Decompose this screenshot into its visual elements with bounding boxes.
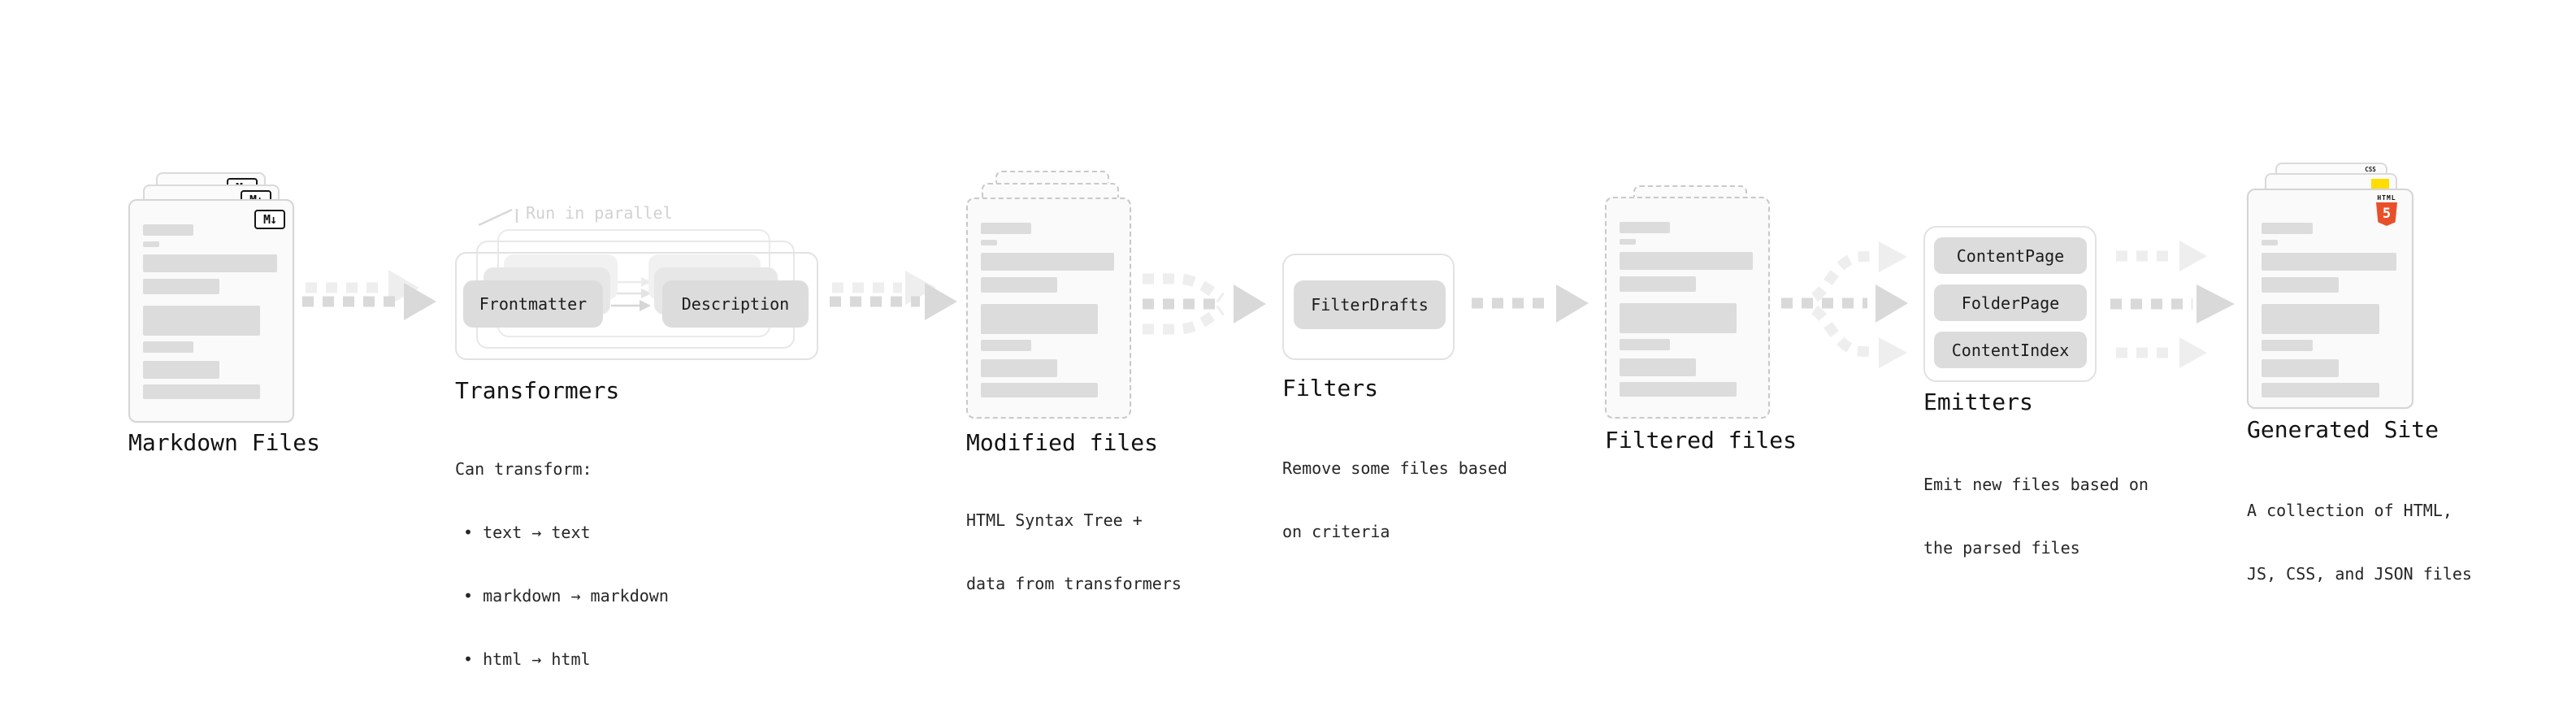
filters-description: Remove some files based on criteria [1282, 415, 1507, 584]
markdown-files-label: Markdown Files [128, 429, 321, 456]
skeleton-bar [2262, 223, 2313, 234]
skeleton-bar [981, 253, 1114, 271]
skeleton-bar [143, 341, 194, 353]
site-file-card: HTML 5 [2247, 189, 2413, 409]
skeleton-bar [2262, 253, 2396, 271]
generated-site-desc-line: A collection of HTML, [2247, 501, 2452, 520]
skeleton-bar [2262, 359, 2339, 377]
description-pill: Description [662, 280, 809, 328]
transformers-desc-heading: Can transform: [455, 459, 592, 479]
filterdrafts-pill: FilterDrafts [1294, 280, 1446, 329]
skeleton-bar [1620, 358, 1696, 376]
skeleton-bar [981, 340, 1031, 351]
markdown-file-card: M↓ [128, 199, 294, 423]
css-badge-label: CSS [2365, 166, 2376, 173]
emitters-desc-line: Emit new files based on [1923, 475, 2149, 494]
skeleton-bar [143, 306, 261, 336]
arrow-transformers-to-modified [830, 271, 957, 320]
filters-desc-line: Remove some files based [1282, 458, 1507, 478]
transformers-title: Transformers [455, 377, 620, 404]
run-in-parallel-leader-line [478, 208, 518, 227]
file-skeleton-lines [2249, 190, 2412, 407]
skeleton-bar [1620, 276, 1696, 292]
run-in-parallel-note: Run in parallel [526, 203, 673, 223]
arrow-filters-to-filtered [1472, 284, 1589, 323]
emitters-description: Emit new files based on the parsed files [1923, 432, 2149, 601]
skeleton-bar [1620, 252, 1753, 270]
transformers-description: Can transform: • text → text • markdown … [455, 416, 669, 712]
arrow-filtered-to-emitters-diverge [1781, 241, 1908, 368]
js-file-icon [2371, 179, 2389, 189]
modified-files-description: HTML Syntax Tree + data from transformer… [966, 467, 1182, 636]
arrow-modified-to-filters-converge [1143, 273, 1266, 335]
skeleton-bar [981, 277, 1057, 293]
skeleton-bar [1620, 222, 1670, 233]
html5-label: HTML [2377, 194, 2396, 202]
filters-desc-line: on criteria [1282, 522, 1390, 541]
skeleton-bar [981, 240, 998, 245]
generated-site-description: A collection of HTML, JS, CSS, and JSON … [2247, 458, 2472, 627]
modified-files-desc-line: HTML Syntax Tree + [966, 510, 1143, 530]
filters-title: Filters [1282, 375, 1379, 402]
skeleton-bar [2262, 383, 2380, 397]
modified-files-desc-line: data from transformers [966, 574, 1182, 593]
transformers-bullet: • text → text [463, 523, 591, 542]
contentpage-pill: ContentPage [1934, 237, 2087, 274]
skeleton-bar [143, 279, 220, 294]
pipeline-diagram: M↓ M↓ M↓ Markdown Files Run in parallel [128, 163, 2472, 669]
skeleton-bar [981, 359, 1057, 377]
transformers-bullet: • markdown → markdown [463, 586, 669, 606]
modified-file-card [966, 198, 1131, 419]
arrow-emitters-to-site [2110, 241, 2235, 368]
skeleton-bar [1620, 239, 1637, 245]
contentindex-pill: ContentIndex [1934, 332, 2087, 368]
file-skeleton-lines [968, 199, 1130, 417]
skeleton-bar [143, 241, 160, 247]
arrow-markdown-to-transformers [302, 270, 436, 320]
folderpage-pill: FolderPage [1934, 284, 2087, 321]
skeleton-bar [2262, 304, 2380, 334]
skeleton-bar [1620, 303, 1737, 333]
emitters-desc-line: the parsed files [1923, 538, 2080, 558]
skeleton-bar [143, 254, 277, 272]
html5-icon: HTML 5 [2370, 194, 2404, 226]
emitters-title: Emitters [1923, 389, 2033, 415]
skeleton-bar [981, 223, 1031, 234]
html5-shield: 5 [2376, 202, 2397, 226]
frontmatter-pill: Frontmatter [463, 280, 603, 328]
skeleton-bar [2262, 240, 2279, 245]
skeleton-bar [2262, 340, 2313, 351]
transformer-box-front [455, 252, 818, 360]
skeleton-bar [1620, 339, 1670, 350]
skeleton-bar [1620, 382, 1737, 397]
skeleton-bar [981, 304, 1098, 334]
skeleton-bar [143, 224, 194, 236]
modified-files-label: Modified files [966, 429, 1159, 456]
filtered-file-card [1605, 197, 1770, 419]
skeleton-bar [981, 383, 1098, 397]
generated-site-label: Generated Site [2247, 416, 2439, 443]
skeleton-bar [143, 361, 220, 379]
file-skeleton-lines [1607, 198, 1768, 417]
generated-site-desc-line: JS, CSS, and JSON files [2247, 564, 2472, 584]
skeleton-bar [2262, 277, 2339, 293]
filtered-files-label: Filtered files [1605, 427, 1798, 454]
markdown-icon: M↓ [254, 210, 285, 229]
transformers-bullet: • html → html [463, 649, 591, 669]
skeleton-bar [143, 384, 261, 399]
file-skeleton-lines [130, 201, 293, 421]
